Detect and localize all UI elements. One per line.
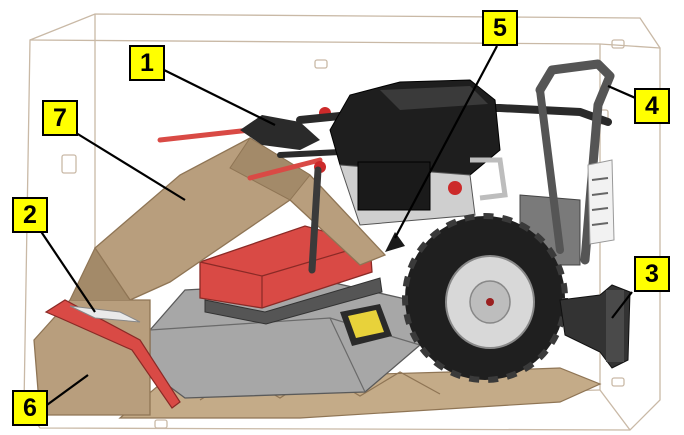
leader-line-2: [39, 229, 96, 313]
callout-3-label: 3: [645, 259, 659, 288]
leader-line-6: [39, 374, 89, 411]
engine: [329, 79, 508, 252]
callout-5: 5: [482, 10, 518, 46]
callout-4: 4: [634, 88, 670, 124]
callout-2-label: 2: [23, 200, 37, 229]
leader-lines: [39, 45, 641, 411]
callout-5-label: 5: [493, 13, 507, 42]
callout-6-label: 6: [23, 393, 37, 422]
leader-line-1: [159, 67, 276, 126]
callout-7-label: 7: [53, 103, 67, 132]
red-bracket-part: [44, 299, 181, 409]
callout-4-label: 4: [645, 91, 659, 120]
callout-2: 2: [12, 197, 48, 233]
callout-6: 6: [12, 390, 48, 426]
leader-line-3: [611, 291, 633, 319]
folded-cardboard-insert: [94, 137, 387, 301]
wheel: [402, 213, 568, 383]
callout-7: 7: [42, 100, 78, 136]
callout-3: 3: [634, 256, 670, 292]
rear-hitch: [559, 284, 631, 369]
callout-1-label: 1: [140, 48, 154, 77]
leader-line-5: [394, 45, 498, 239]
callout-1: 1: [129, 45, 165, 81]
leader-line-7: [67, 127, 186, 201]
